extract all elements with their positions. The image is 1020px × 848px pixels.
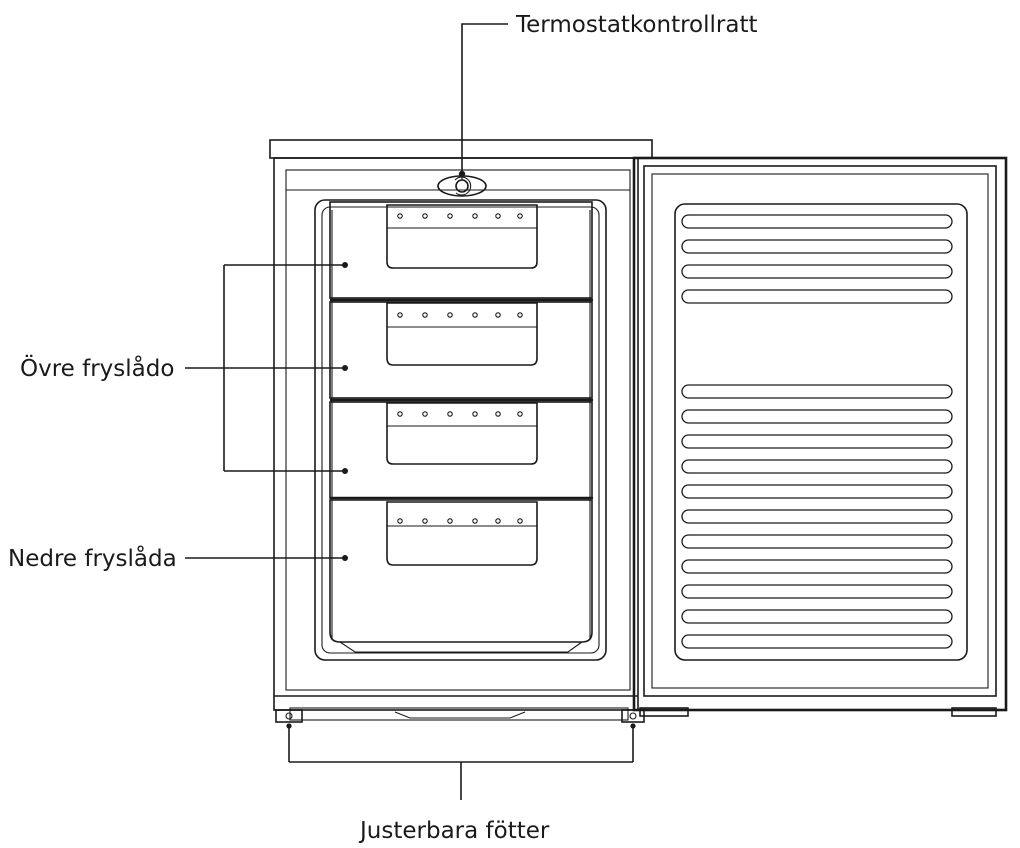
freezer-liner: [314, 199, 607, 661]
door-coils: [681, 214, 953, 649]
adjustable-feet: [275, 709, 645, 723]
callout-thermostat: [458, 23, 508, 178]
drawer-upper-1: [329, 201, 593, 299]
drawer-lower: [329, 499, 593, 653]
freezer-cabinet: [269, 139, 653, 721]
callout-upper-drawers: [185, 262, 348, 474]
drawer-upper-3: [329, 401, 593, 499]
freezer-door: [632, 156, 1008, 717]
label-feet: Justerbara fötter: [358, 818, 550, 844]
label-lower-drawer: Nedre fryslåda: [8, 544, 177, 572]
thermostat-knob-icon: [437, 175, 487, 197]
drawer-upper-2: [329, 301, 593, 399]
callout-feet: [286, 723, 636, 800]
label-thermostat: Termostatkontrollratt: [515, 12, 758, 38]
callout-lower-drawer: [185, 555, 348, 561]
label-upper-drawers: Övre fryslådo: [20, 354, 174, 382]
